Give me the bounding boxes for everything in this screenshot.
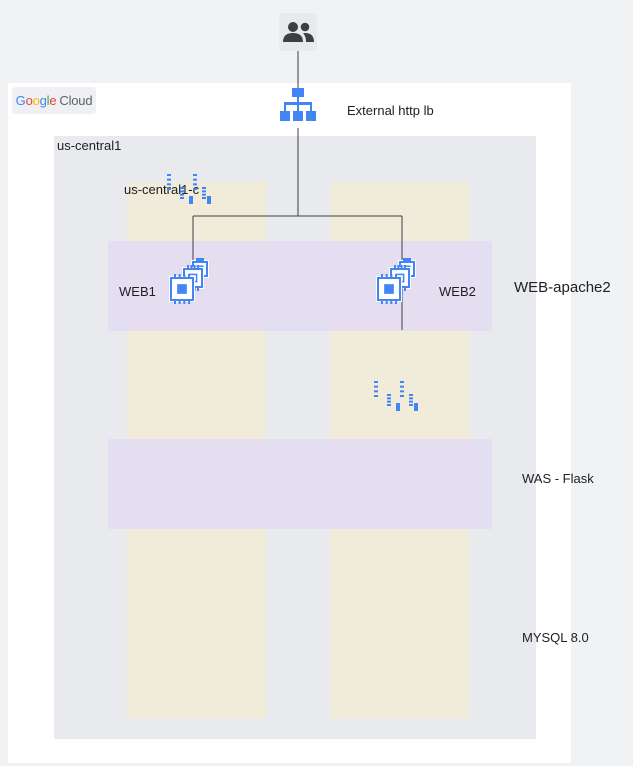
connector-lines: [192, 51, 403, 330]
zone-label: us-central1-c: [124, 182, 200, 197]
logo-letter: l: [46, 93, 50, 108]
web2-label: WEB2: [439, 284, 476, 299]
logo-cloud-word: Cloud: [59, 93, 93, 108]
logo-letter: o: [32, 93, 40, 108]
logo-letter: o: [25, 93, 33, 108]
compute-engine-icon: [374, 258, 418, 411]
load-balancer-label: External http lb: [347, 103, 434, 118]
logo-letter: g: [39, 93, 47, 108]
logo-letter: G: [15, 93, 26, 108]
users-icon: [283, 22, 314, 42]
was-tier-band: [108, 439, 492, 529]
web-tier-label: WEB-apache2: [514, 279, 611, 296]
web1-label: WEB1: [119, 284, 156, 299]
was-tier-label: WAS - Flask: [522, 471, 594, 486]
db-tier-label: MYSQL 8.0: [522, 630, 589, 645]
load-balancer-icon: [280, 88, 316, 121]
region-label: us-central1: [57, 138, 122, 153]
users-node: [279, 13, 317, 51]
logo-letter: e: [49, 93, 57, 108]
compute-engine-icon: [167, 174, 211, 304]
